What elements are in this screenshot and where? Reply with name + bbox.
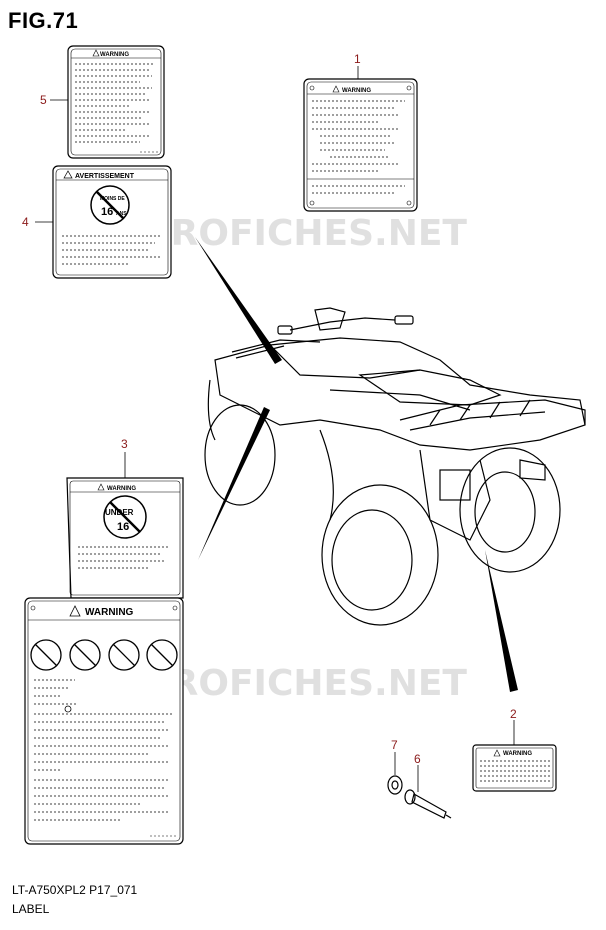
prohibition-icon — [108, 639, 140, 671]
svg-text:WARNING: WARNING — [342, 88, 371, 94]
callout-1: 1 — [354, 52, 361, 66]
label-5[interactable]: WARNING — [67, 45, 165, 159]
warning-triangle-icon — [493, 749, 501, 757]
prohibition-icon — [146, 639, 178, 671]
warning-triangle-icon — [97, 483, 105, 491]
callout-5: 5 — [40, 93, 47, 107]
callout-3: 3 — [121, 437, 128, 451]
callout-2: 2 — [510, 707, 517, 721]
label-4-avertissement-text: AVERTISSEMENT — [75, 173, 135, 180]
prohibition-icon — [30, 639, 62, 671]
callout-6: 6 — [414, 752, 421, 766]
warning-triangle-icon — [332, 85, 340, 93]
callout-7: 7 — [391, 738, 398, 752]
label-3[interactable]: WARNING UNDER 16 — [66, 477, 184, 599]
svg-text:16: 16 — [101, 206, 113, 218]
svg-text:UNDER: UNDER — [105, 508, 134, 517]
label-4[interactable]: AVERTISSEMENT MOINS DE 16 ANS — [52, 165, 172, 279]
rivet-part[interactable] — [404, 789, 452, 819]
washer-part[interactable] — [387, 775, 403, 795]
label-1[interactable]: WARNING — [303, 78, 418, 212]
warning-triangle-icon — [63, 170, 73, 179]
warning-triangle-icon — [92, 49, 100, 57]
model-code: LT-A750XPL2 P17_071 — [12, 883, 138, 897]
svg-text:16: 16 — [117, 521, 129, 533]
label-2[interactable]: WARNING — [472, 744, 557, 792]
pointer-wedge — [195, 237, 282, 364]
svg-text:ANS: ANS — [116, 211, 127, 217]
no-age-icon — [103, 495, 147, 539]
label-5-warning-text: WARNING — [100, 52, 129, 58]
atv-illustration — [204, 307, 586, 626]
prohibition-icon — [69, 639, 101, 671]
svg-text:WARNING: WARNING — [503, 751, 532, 757]
section-name: LABEL — [12, 902, 50, 916]
svg-text:WARNING: WARNING — [107, 486, 136, 492]
svg-text:MOINS DE: MOINS DE — [100, 196, 125, 202]
callout-4: 4 — [22, 215, 29, 229]
svg-text:WARNING: WARNING — [85, 607, 134, 618]
pointer-wedge — [485, 550, 518, 692]
no-age-icon — [90, 185, 130, 225]
figure-title: FIG.71 — [8, 8, 79, 33]
warning-triangle-icon — [69, 605, 81, 617]
label-3-main[interactable]: WARNING — [24, 597, 184, 845]
pointer-wedge — [198, 407, 270, 560]
